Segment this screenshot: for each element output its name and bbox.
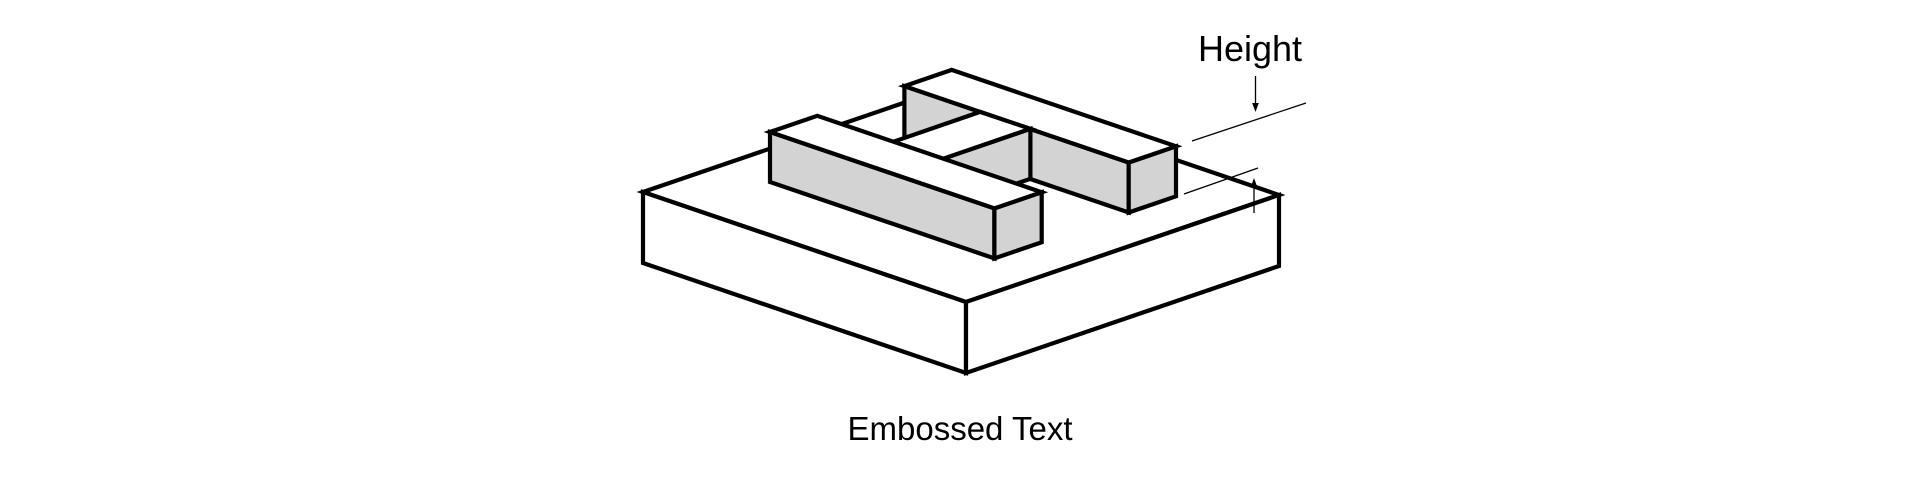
front-stem-top-face [763, 113, 1049, 211]
plate-front-right-face [963, 192, 1282, 376]
upper-extension-line [1191, 102, 1307, 142]
diagram-caption: Embossed Text [847, 410, 1072, 447]
height-dimension: Height [1183, 28, 1307, 213]
lower-extension-line [1183, 167, 1259, 195]
up-arrowhead-icon [1250, 178, 1258, 187]
back-stem-top-face [897, 67, 1183, 165]
height-dimension-label: Height [1198, 28, 1302, 69]
embossed-letter-h [763, 67, 1183, 262]
down-arrowhead-icon [1252, 103, 1259, 112]
